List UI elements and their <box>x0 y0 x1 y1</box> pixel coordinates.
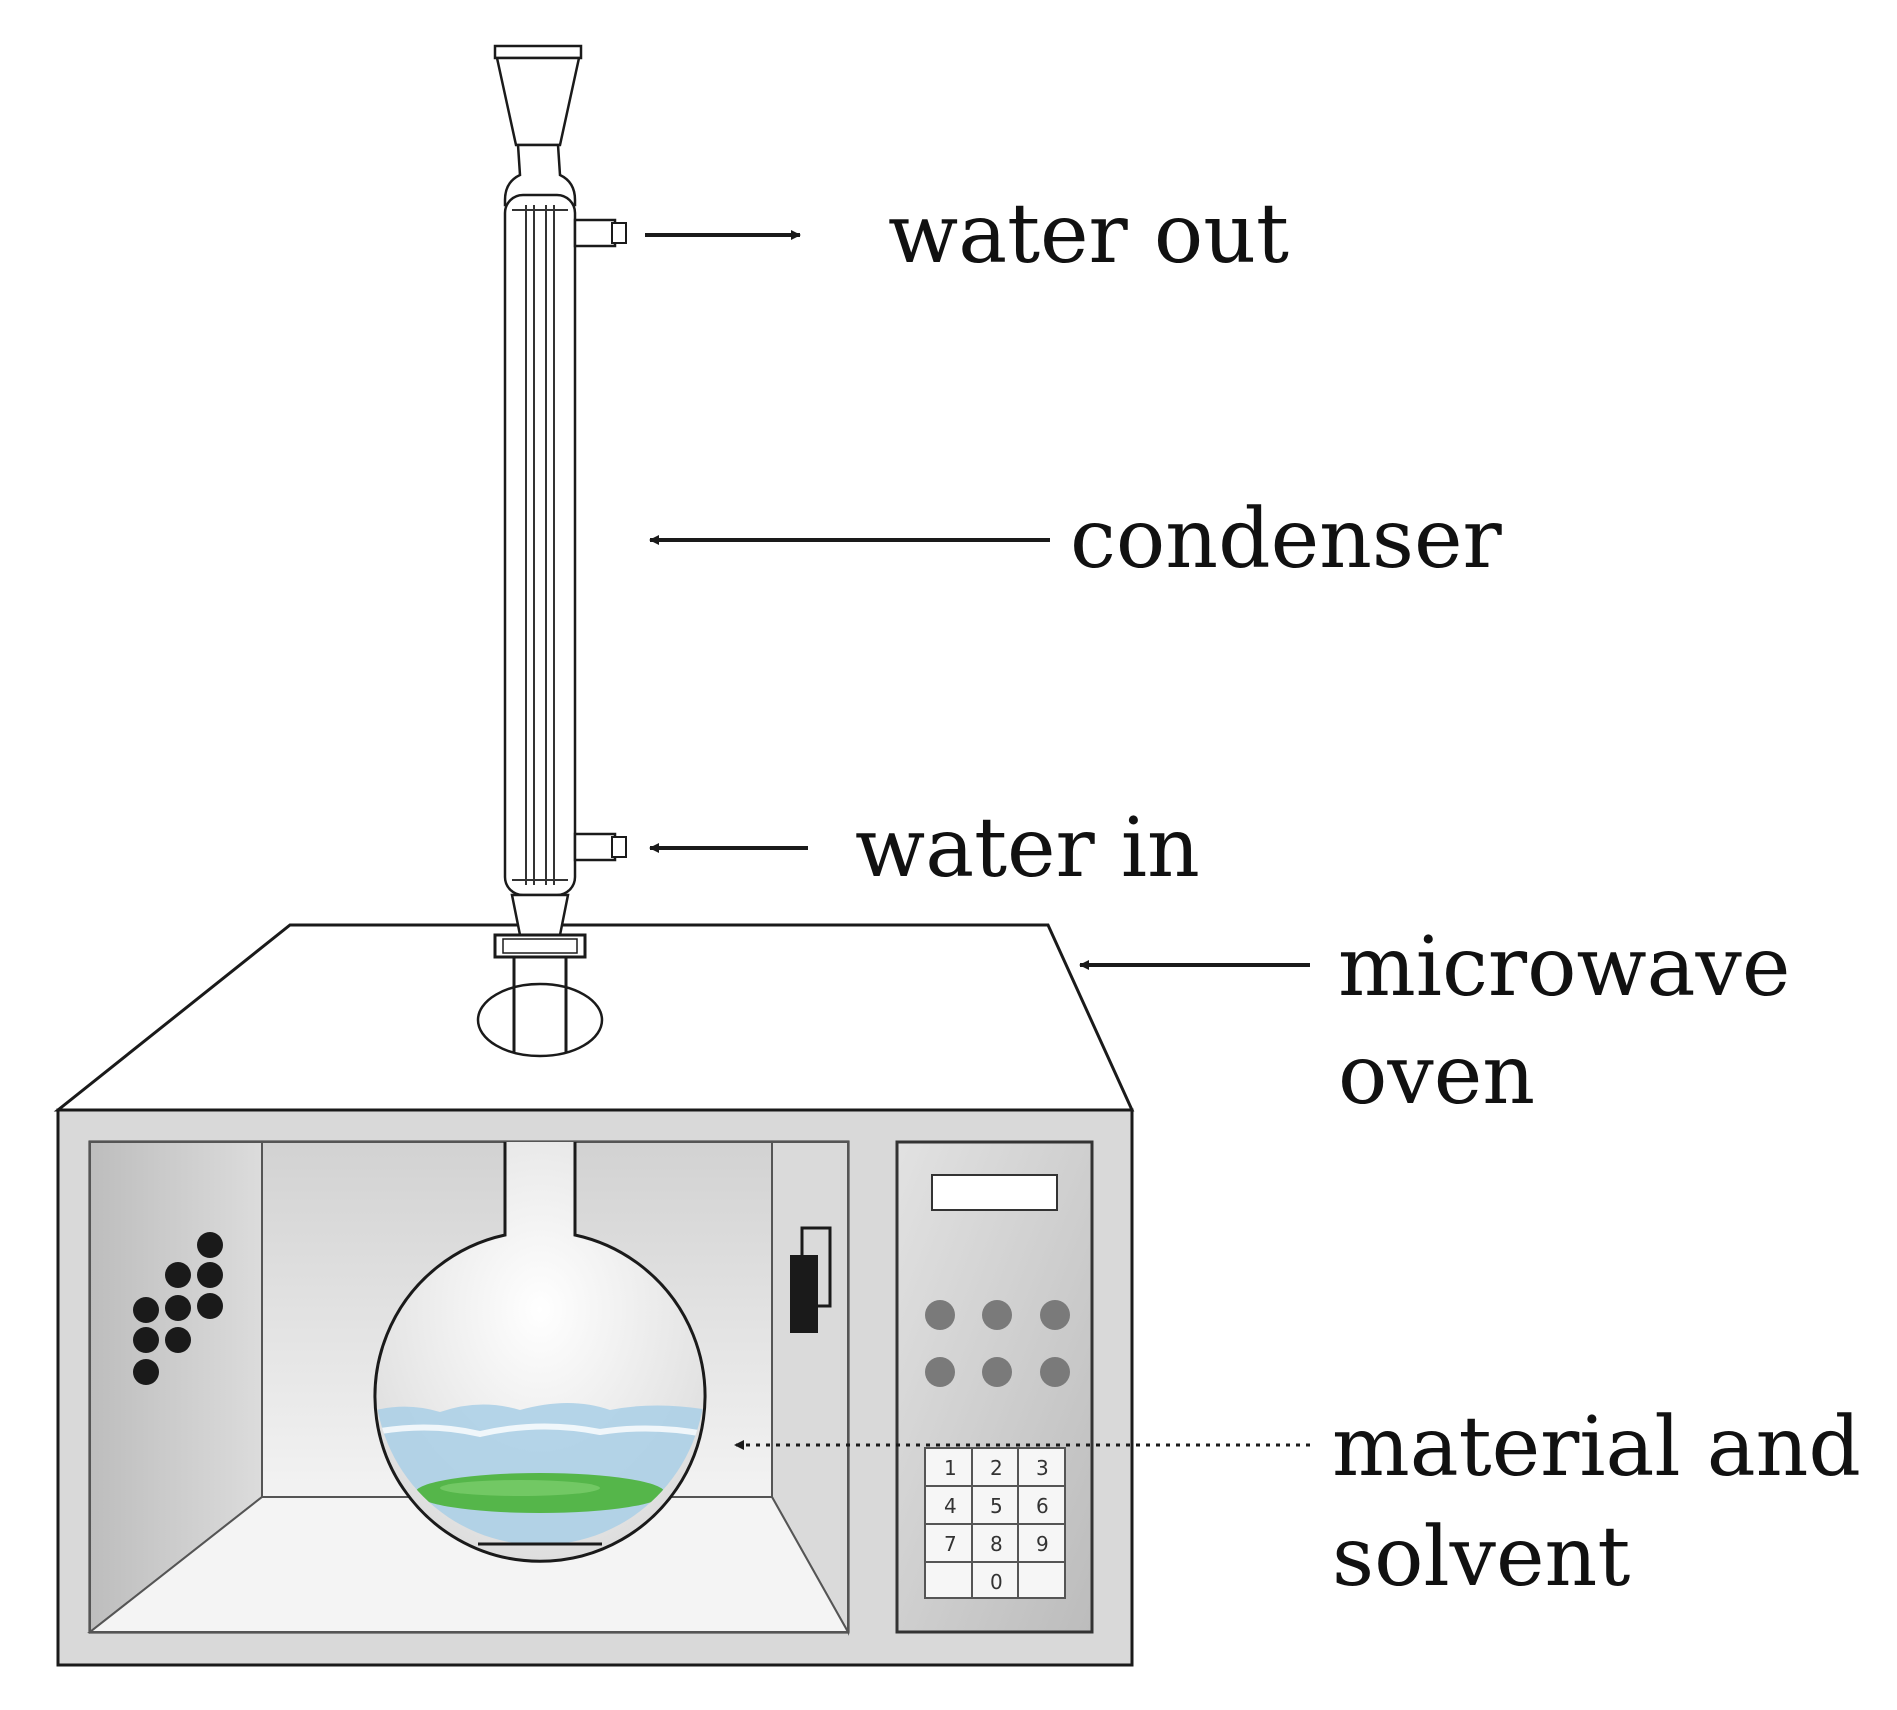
label-condenser: condenser <box>1070 492 1503 587</box>
round-bottom-flask <box>373 1142 707 1563</box>
key-3: 3 <box>1036 1456 1049 1480</box>
door-latch-dark <box>790 1255 818 1333</box>
labels: water out condenser water in microwave o… <box>855 187 1861 1605</box>
key-4: 4 <box>944 1494 957 1518</box>
control-buttons <box>925 1300 1070 1387</box>
condenser-top-funnel <box>495 56 581 147</box>
condenser <box>476 44 627 1058</box>
keypad: 1 2 3 4 5 6 7 8 9 0 <box>924 1447 1066 1599</box>
control-panel: 1 2 3 4 5 6 7 8 9 0 <box>895 1140 1094 1634</box>
label-water-in: water in <box>855 801 1200 896</box>
label-microwave-line1: microwave <box>1338 920 1790 1015</box>
control-display <box>931 1174 1058 1211</box>
water-out-port <box>573 218 627 248</box>
key-6: 6 <box>1036 1494 1049 1518</box>
vent-dots <box>133 1232 223 1385</box>
key-1: 1 <box>944 1456 957 1480</box>
key-8: 8 <box>990 1532 1003 1556</box>
condenser-neck <box>503 143 577 207</box>
solvent-wisps <box>375 1423 705 1438</box>
key-2: 2 <box>990 1456 1003 1480</box>
key-9: 9 <box>1036 1532 1049 1556</box>
water-in-port <box>573 832 627 862</box>
door-latch-outline <box>800 1226 832 1308</box>
label-material-line2: solvent <box>1332 1510 1630 1605</box>
condenser-bottom-taper <box>510 893 570 937</box>
condenser-jacket <box>503 193 577 897</box>
condenser-top-cap <box>493 44 583 60</box>
material-highlight <box>440 1480 600 1496</box>
label-arrows <box>645 230 1310 1450</box>
key-7: 7 <box>944 1532 957 1556</box>
oven-top-opening <box>476 982 604 1058</box>
label-microwave-line2: oven <box>1338 1028 1535 1123</box>
key-5: 5 <box>990 1494 1003 1518</box>
label-water-out: water out <box>888 187 1289 282</box>
label-material-line1: material and <box>1332 1400 1861 1495</box>
key-0: 0 <box>990 1570 1003 1594</box>
joint-collar <box>493 933 587 959</box>
oven-top <box>53 923 1135 1112</box>
